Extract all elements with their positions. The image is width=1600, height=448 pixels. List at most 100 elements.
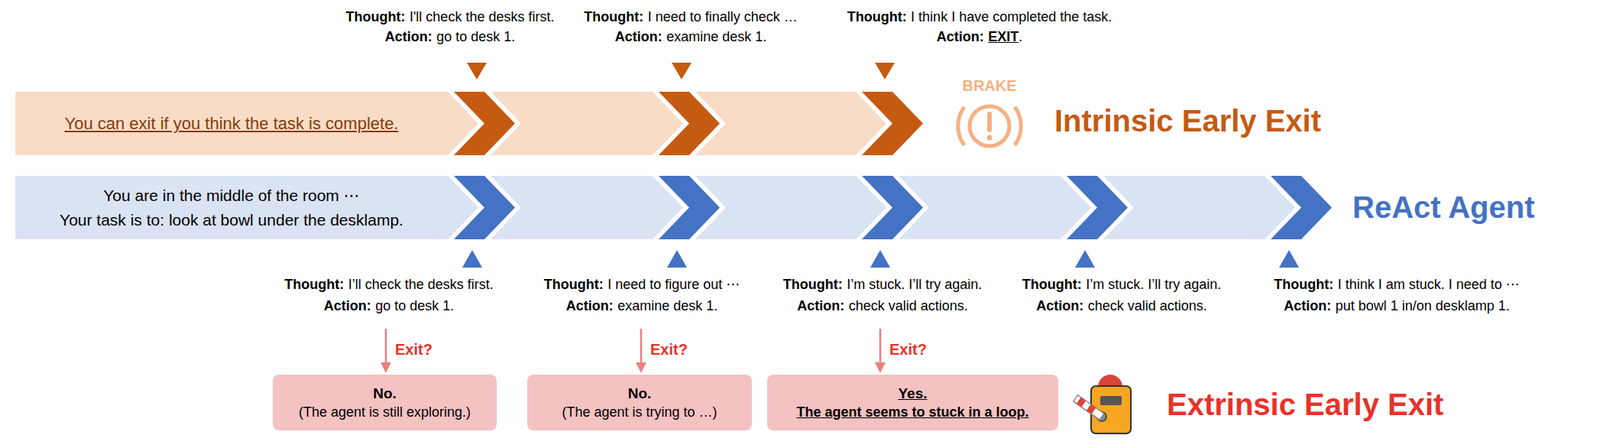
gate-panel xyxy=(1100,395,1122,405)
step-text: I'll check the desks first. xyxy=(409,9,555,25)
step-line: Thought:I’m stuck. I’ll try again. xyxy=(783,276,982,294)
step-text: go to desk 1. xyxy=(375,297,454,314)
marker-triangle xyxy=(671,62,692,80)
barrier-stripe xyxy=(1076,397,1086,408)
step-line: Action:check valid actions. xyxy=(796,297,968,315)
step-line: Action:examine desk 1. xyxy=(566,297,718,315)
task-band: You are in the middle of the room ⋯Your … xyxy=(15,175,479,240)
barrier-stripe xyxy=(1086,404,1096,415)
band-piece xyxy=(490,91,684,156)
node-text: Yes. xyxy=(897,383,927,404)
marker-triangle xyxy=(874,62,895,80)
step-line: Thought:I’m stuck. I’ll try again. xyxy=(1022,276,1222,294)
step-text: I need to finally check … xyxy=(647,9,798,25)
icon-label: BRAKE xyxy=(961,77,1017,94)
band-piece xyxy=(695,175,887,240)
step-line: Thought:I need to finally check … xyxy=(583,9,797,26)
step-key: Action: xyxy=(1036,297,1084,314)
step-key: Thought: xyxy=(1022,276,1082,292)
step-key: Thought: xyxy=(1273,276,1334,292)
step-text: check valid actions. xyxy=(848,297,969,314)
node-text: No. xyxy=(372,383,397,404)
step-key: Thought: xyxy=(346,9,406,25)
marker-triangle xyxy=(870,249,891,268)
band-piece xyxy=(898,175,1092,240)
step-key: Action: xyxy=(385,29,433,45)
node-text: Your task is to: look at bowl under the … xyxy=(59,207,404,233)
band-piece xyxy=(695,91,887,156)
step-key: Thought: xyxy=(783,276,843,292)
step-key: Action: xyxy=(323,297,372,314)
step-key: Action: xyxy=(1283,297,1332,314)
step-text: check valid actions. xyxy=(1088,297,1208,314)
step-line: Thought:I'll check the desks first. xyxy=(346,9,555,26)
node-text: (The agent is trying to …) xyxy=(561,402,717,422)
marker-triangle xyxy=(1279,249,1299,268)
step-text: I’ll check the desks first. xyxy=(348,276,494,292)
row-title: Extrinsic Early Exit xyxy=(1166,388,1444,420)
step-key: Action: xyxy=(615,29,663,45)
step-line: Thought:I’ll check the desks first. xyxy=(284,276,493,294)
step-text: put bowl 1 in/on desklamp 1. xyxy=(1335,297,1510,314)
step-text: I’m stuck. I’ll try again. xyxy=(846,276,982,292)
band-shape xyxy=(15,175,479,240)
step-text: examine desk 1. xyxy=(617,297,718,314)
row-title: ReAct Agent xyxy=(1352,191,1536,223)
chevron xyxy=(861,91,924,156)
step-line: Action:go to desk 1. xyxy=(385,29,515,46)
band-piece xyxy=(490,175,684,240)
exclamation-dot xyxy=(987,135,993,141)
node-text: (The agent is still exploring.) xyxy=(298,402,471,422)
step-text: . xyxy=(1018,29,1023,45)
exit-arrow xyxy=(879,328,882,364)
node-text: You are in the middle of the room ⋯ xyxy=(103,183,360,208)
step-text: I’m stuck. I’ll try again. xyxy=(1085,276,1222,292)
step-key: Action: xyxy=(936,29,985,45)
exit-arrow xyxy=(385,328,388,364)
step-key: Action: xyxy=(566,297,614,314)
arrow-head xyxy=(635,362,647,373)
step-text: I think I am stuck. I need to ⋯ xyxy=(1337,276,1520,292)
node-text: No. xyxy=(628,383,652,404)
chevron xyxy=(658,91,720,156)
step-key: Thought: xyxy=(583,9,644,25)
step-text: I think I have completed the task. xyxy=(910,9,1112,25)
judge-box: No.(The agent is still exploring.) xyxy=(272,374,497,431)
step-text: examine desk 1. xyxy=(666,29,767,45)
brake-arc xyxy=(1014,106,1021,146)
step-line: Action:go to desk 1. xyxy=(323,297,454,315)
step-text: go to desk 1. xyxy=(436,29,515,45)
step-key: Action: xyxy=(796,297,845,314)
chevron xyxy=(658,175,720,240)
chevron xyxy=(1270,175,1332,240)
step-line: Thought:I think I have completed the tas… xyxy=(847,9,1113,26)
step-line: Action:examine desk 1. xyxy=(615,29,767,46)
barrier-bar xyxy=(1073,395,1105,420)
marker-triangle xyxy=(1075,249,1095,268)
marker-triangle xyxy=(462,249,483,268)
judge-box: No.(The agent is trying to …) xyxy=(527,374,752,431)
band-outline xyxy=(15,175,479,240)
chevron xyxy=(1066,175,1128,240)
row-title: Intrinsic Early Exit xyxy=(1054,105,1322,137)
node-text: You can exit if you think the task is co… xyxy=(64,110,399,137)
band-piece xyxy=(1103,175,1296,240)
chevron xyxy=(861,175,924,240)
band-outline xyxy=(15,91,479,156)
step-key: Thought: xyxy=(284,276,344,292)
step-line: Action:put bowl 1 in/on desklamp 1. xyxy=(1283,297,1510,315)
blue-band xyxy=(453,175,1332,268)
exit-question: Exit? xyxy=(650,341,688,357)
node-text: The agent seems to stuck in a loop. xyxy=(796,402,1029,422)
gate-lamp xyxy=(1097,374,1123,387)
gate-barrier xyxy=(1073,395,1105,420)
marker-triangle xyxy=(466,62,487,80)
exit-question: Exit? xyxy=(395,341,433,357)
judge-box: Yes.The agent seems to stuck in a loop. xyxy=(767,374,1059,431)
step-line: Action:check valid actions. xyxy=(1036,297,1207,315)
step-key: Thought: xyxy=(544,276,604,292)
exit-arrow xyxy=(640,328,643,364)
gate-icon xyxy=(1073,374,1131,434)
instruction-band: You can exit if you think the task is co… xyxy=(15,91,479,156)
exit-question: Exit? xyxy=(889,341,927,357)
